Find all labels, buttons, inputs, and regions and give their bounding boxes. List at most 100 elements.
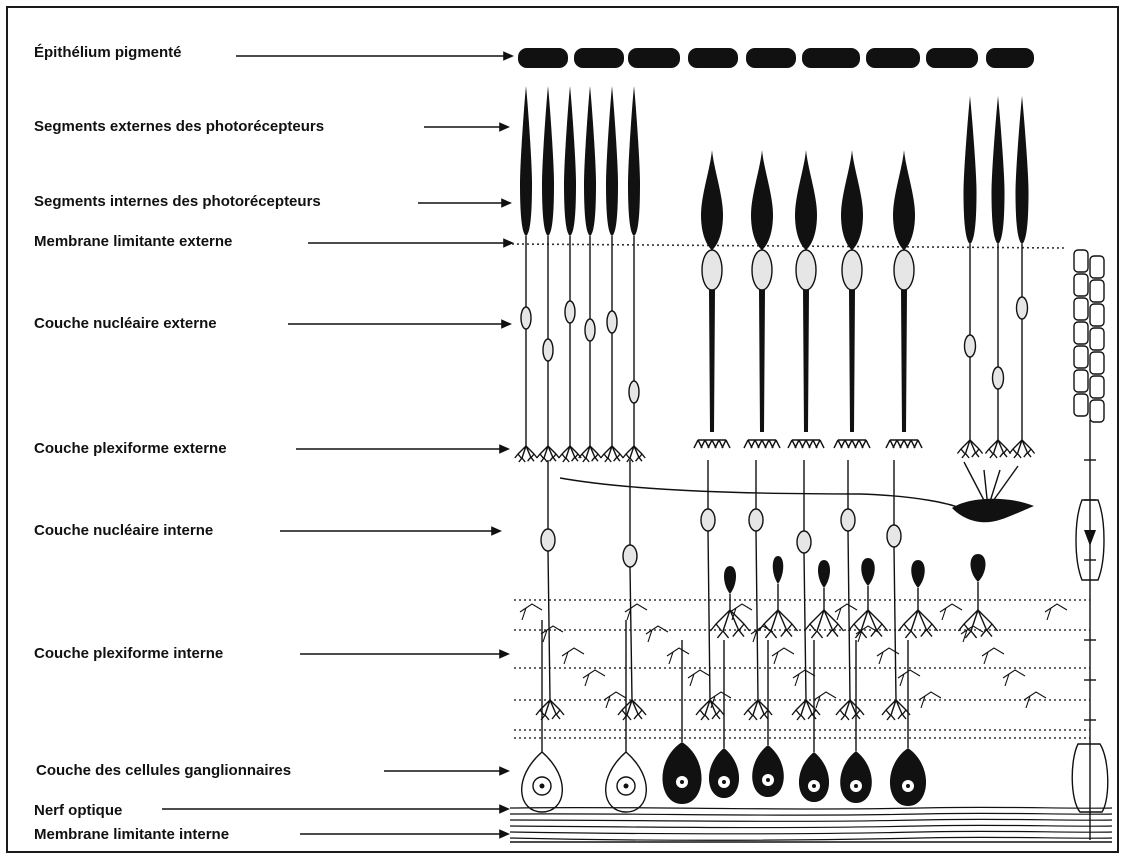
muller-compartment (1074, 322, 1088, 344)
rod-nucleus (585, 319, 595, 341)
bipolar-axon (848, 531, 850, 700)
label-arrows (162, 53, 512, 838)
rod-segment (584, 86, 596, 236)
cone-segment (841, 150, 863, 250)
pigment-cell (628, 48, 680, 68)
cone-photoreceptor (841, 150, 863, 432)
ganglion-body (840, 751, 872, 803)
bipolar-cell (701, 460, 715, 700)
bipolar-axon (804, 553, 806, 700)
cone-axon (709, 290, 715, 432)
rod-segment (628, 86, 640, 236)
rod-segment (542, 86, 554, 236)
pigment-cell (802, 48, 860, 68)
dendrite-tree (836, 700, 864, 720)
cone-photoreceptor (795, 150, 817, 432)
layer-boundaries (512, 244, 1090, 738)
pigment-cell (926, 48, 978, 68)
rod-nucleus (1017, 297, 1028, 319)
amacrine-cell (861, 558, 875, 610)
bipolar-axon (548, 551, 550, 700)
ganglion-cell-open (522, 620, 563, 812)
arrow-head (500, 124, 508, 131)
pigment-cell (688, 48, 738, 68)
muller-compartment (1090, 304, 1104, 326)
arrow-head (504, 53, 512, 60)
bipolar-nucleus (841, 509, 855, 531)
ganglion-nucleolus (766, 778, 770, 782)
dendrite-tree (958, 610, 997, 638)
arrow-head (500, 651, 508, 658)
rod-photoreceptor (564, 86, 576, 446)
muller-nucleus (1084, 530, 1096, 546)
cone-axon (849, 290, 855, 432)
dendrite-tree (898, 610, 937, 638)
dendrite-tree (623, 446, 645, 462)
amacrine-body (861, 558, 875, 586)
muller-compartment (1090, 352, 1104, 374)
cone-segment (751, 150, 773, 250)
arrow-head (500, 806, 508, 813)
ganglion-nucleolus (680, 780, 684, 784)
muller-compartment (1074, 274, 1088, 296)
muller-compartment (1074, 250, 1088, 272)
rod-photoreceptor (520, 86, 532, 446)
bipolar-nucleus (701, 509, 715, 531)
dendrite-tree (515, 446, 537, 462)
ganglion-cell (799, 640, 829, 802)
arrow-head (492, 528, 500, 535)
muller-compartment (1090, 256, 1104, 278)
rod-segment (992, 96, 1005, 244)
amacrine-cell (911, 560, 925, 610)
ganglion-cell (840, 640, 872, 803)
cone-axon (803, 290, 809, 432)
ganglion-nucleolus (812, 784, 816, 788)
synaptic-terminal (788, 440, 824, 448)
rod-photoreceptor (584, 86, 596, 446)
ganglion-body (662, 742, 701, 804)
rod-photoreceptor (1016, 96, 1029, 440)
rod-photoreceptor (628, 86, 640, 446)
dendrite-tree (710, 610, 749, 638)
horizontal-cell-body (952, 499, 1034, 523)
cone-segment (893, 150, 915, 250)
dendrite-tree (579, 446, 601, 462)
arrow-head (500, 446, 508, 453)
rod-nucleus (629, 381, 639, 403)
bipolar-nucleus (749, 509, 763, 531)
arrow-head (502, 321, 510, 328)
dendrite-tree (559, 446, 581, 462)
ganglion-body (799, 752, 829, 802)
amacrine-body (724, 566, 736, 594)
dendrite-tree (848, 610, 887, 638)
bipolar-cell (749, 460, 763, 700)
dendrite-tree (537, 446, 559, 462)
arrow-head (502, 200, 510, 207)
muller-compartment (1090, 376, 1104, 398)
ganglion-nucleolus (722, 780, 726, 784)
ganglion-nucleolus (854, 784, 858, 788)
dendrite-tree (758, 610, 797, 638)
bipolar-axon (894, 547, 896, 700)
cone-nucleus (842, 250, 862, 290)
muller-compartment (1090, 328, 1104, 350)
cone-nucleus (894, 250, 914, 290)
cone-segment (701, 150, 723, 250)
bipolar-axon (756, 531, 758, 700)
rod-segment (520, 86, 532, 236)
arrow-head (500, 768, 508, 775)
bipolar-cell (841, 460, 855, 700)
ganglion-body (890, 748, 926, 806)
pigment-cell (574, 48, 624, 68)
rod-segment (964, 96, 977, 244)
muller-compartment (1074, 370, 1088, 392)
rod-nucleus (543, 339, 553, 361)
cone-photoreceptor (751, 150, 773, 432)
dendrite-tree (696, 700, 724, 720)
muller-compartment (1074, 298, 1088, 320)
rod-photoreceptor (992, 96, 1005, 440)
pigment-cell (866, 48, 920, 68)
dendrite-tree (1009, 440, 1034, 458)
rod-nucleus (965, 335, 976, 357)
